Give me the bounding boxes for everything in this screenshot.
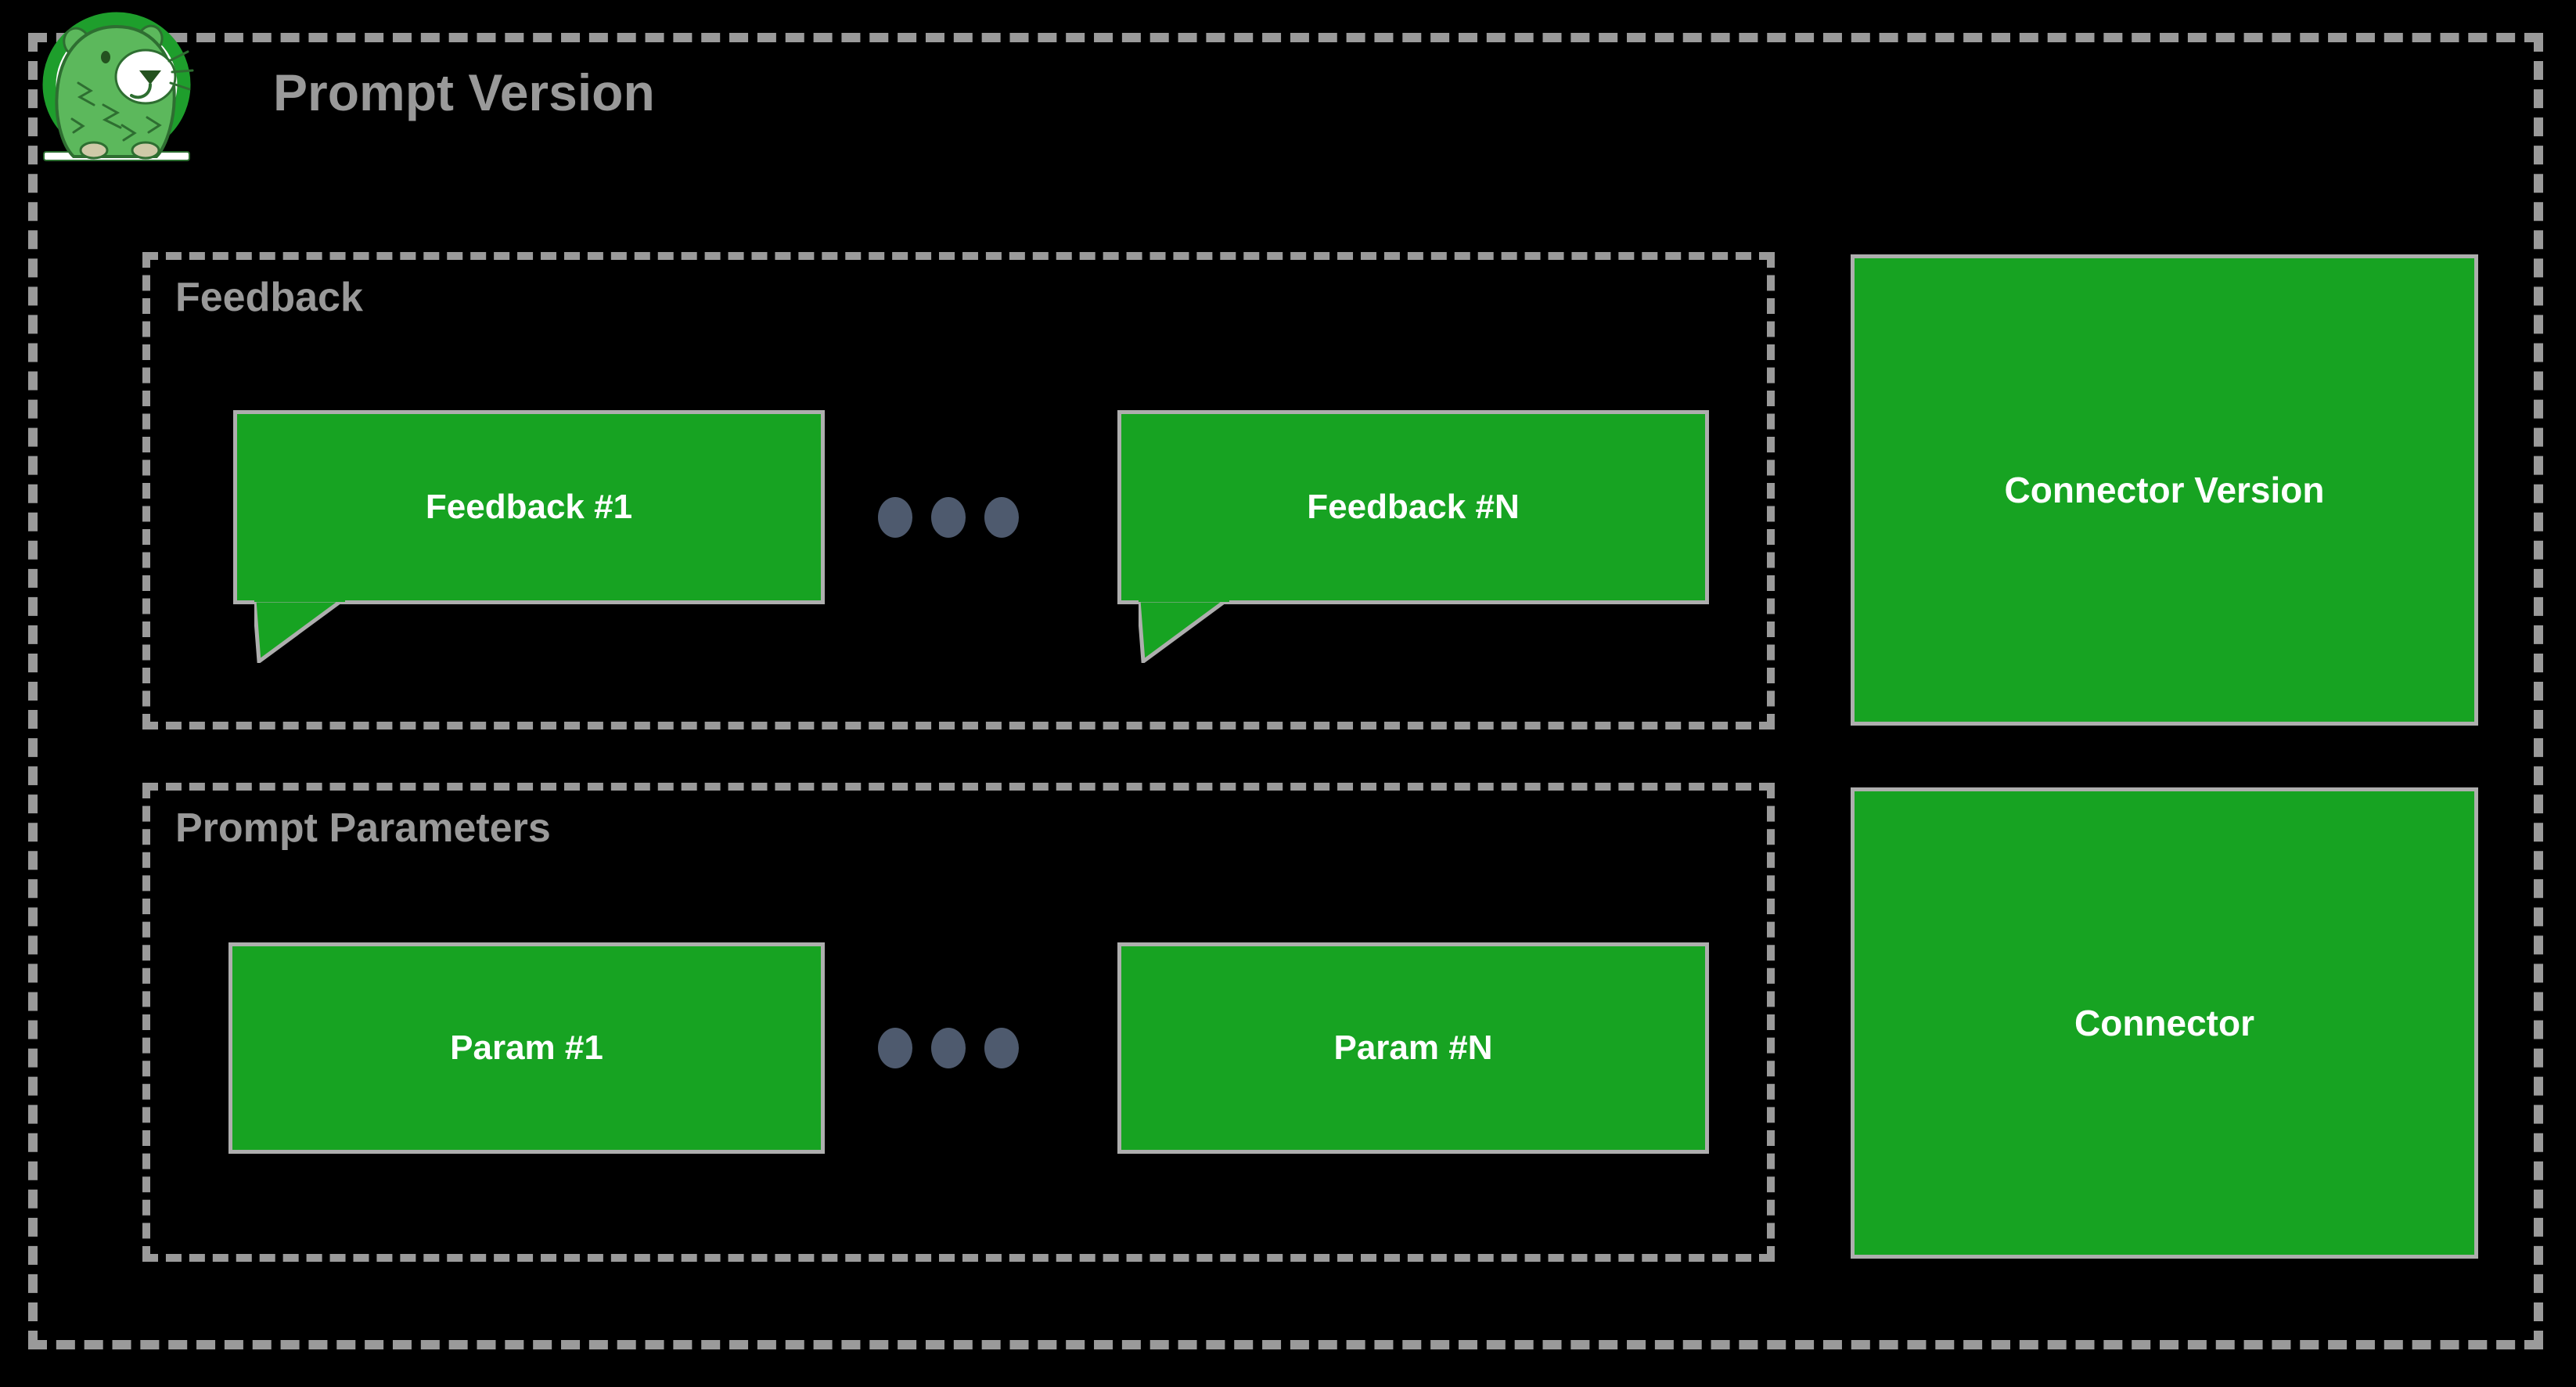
capybara-logo-icon: [42, 12, 194, 161]
diagram-header: Prompt Version: [28, 8, 655, 176]
ellipsis-dot: [931, 497, 966, 538]
node-label: Connector: [2074, 1002, 2254, 1043]
node-connector[interactable]: Connector: [1851, 787, 2478, 1259]
group-feedback: [142, 252, 1775, 730]
capybara-logo: [28, 8, 212, 176]
group-prompt-parameters: [142, 783, 1775, 1262]
group-title-prompt-parameters: Prompt Parameters: [175, 805, 551, 851]
ellipsis-dot: [878, 497, 912, 538]
node-connector-version[interactable]: Connector Version: [1851, 254, 2478, 726]
node-label: Feedback #N: [1307, 487, 1520, 526]
node-label: Param #N: [1333, 1028, 1493, 1067]
node-feedback-1[interactable]: Feedback #1: [233, 410, 825, 663]
node-param-1[interactable]: Param #1: [228, 942, 825, 1154]
ellipsis-params: [878, 1028, 1019, 1068]
ellipsis-dot: [984, 497, 1019, 538]
node-label: Feedback #1: [425, 487, 633, 526]
prompt-version-container: [28, 33, 2543, 1349]
node-label: Connector Version: [2004, 469, 2325, 510]
node-label: Param #1: [450, 1028, 603, 1067]
ellipsis-dot: [931, 1028, 966, 1068]
group-title-feedback: Feedback: [175, 275, 363, 320]
page-title: Prompt Version: [273, 63, 655, 121]
node-feedback-n[interactable]: Feedback #N: [1117, 410, 1709, 663]
node-param-n[interactable]: Param #N: [1117, 942, 1709, 1154]
ellipsis-dot: [984, 1028, 1019, 1068]
ellipsis-dot: [878, 1028, 912, 1068]
ellipsis-feedback: [878, 497, 1019, 538]
